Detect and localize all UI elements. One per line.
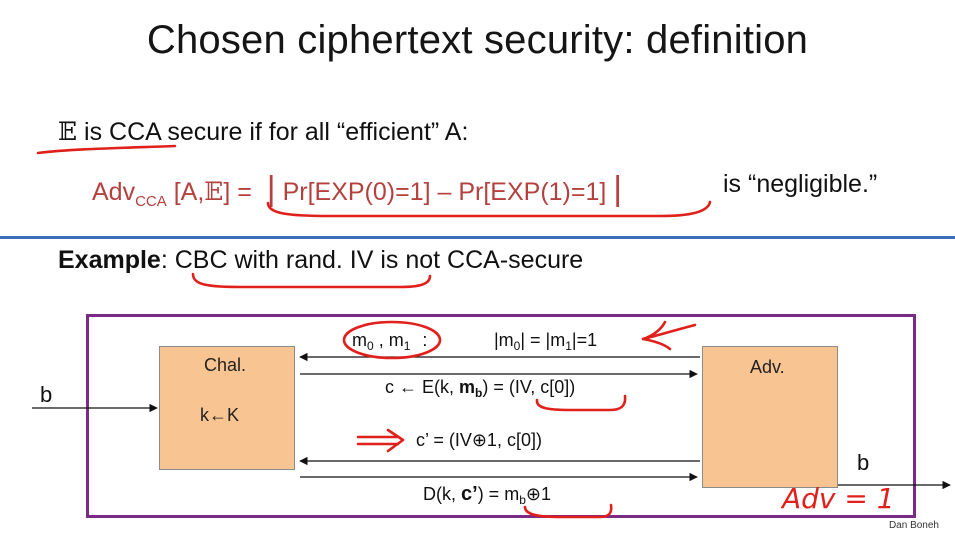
message-colon: : — [422, 330, 428, 350]
challenger-box: Chal. k←K — [159, 346, 295, 470]
m1-subscript: 1 — [403, 339, 411, 353]
m1-symbol: , m — [373, 330, 404, 350]
length-condition: |m0| = |m1|=1 — [494, 330, 597, 353]
author-credit: Dan Boneh — [888, 520, 939, 531]
m0-subscript: 0 — [367, 339, 374, 353]
adv-equals: ] = — [223, 178, 259, 206]
example-label: Example — [58, 246, 161, 274]
adv-cipher-symbol: 𝔼 — [204, 177, 224, 206]
underline-cca — [36, 144, 177, 155]
adversary-label: Adv. — [750, 357, 785, 377]
definition-text: is CCA secure if for all “efficient” A: — [77, 118, 469, 146]
cipher-symbol: 𝔼 — [58, 117, 78, 146]
cond-part-b: | = |m — [520, 330, 566, 350]
dec-xor: ⊕1 — [525, 484, 551, 504]
input-bit-label: b — [40, 382, 53, 407]
enc-result: ) = (IV, c[0]) — [482, 377, 576, 397]
message-pair: m0 , m1: — [352, 330, 427, 353]
adv-annotation: Adv = 1 — [782, 482, 895, 515]
advantage-formula: AdvCCA [A,𝔼] = | Pr[EXP(0)=1] – Pr[EXP(1… — [92, 170, 623, 210]
cond-part-c: |=1 — [571, 330, 598, 350]
decryption-response: D(k, c’) = mb⊕1 — [423, 483, 551, 507]
enc-message: m — [459, 377, 476, 397]
negligible-text: is “negligible.” — [723, 170, 878, 198]
enc-message-sub: b — [475, 386, 483, 400]
slide-title: Chosen ciphertext security: definition — [146, 18, 809, 62]
cond-sub0: 0 — [513, 339, 521, 353]
example-text: : CBC with rand. IV is not CCA-secure — [160, 246, 584, 274]
cond-sub1: 1 — [565, 339, 572, 353]
section-divider — [0, 236, 955, 239]
challenge-ciphertext: c ← E(k, mb) = (IV, c[0]) — [385, 377, 575, 400]
adv-subscript: CCA — [135, 193, 167, 210]
m0-symbol: m — [352, 330, 367, 350]
definition-line: 𝔼 is CCA secure if for all “efficient” A… — [58, 117, 468, 147]
adv-args: [A, — [166, 178, 205, 206]
adversary-box: Adv. — [702, 346, 838, 488]
dec-equals: ) = m — [477, 484, 520, 504]
dec-ciphertext: c’ — [461, 483, 478, 505]
modified-ciphertext: c’ = (IV⊕1, c[0]) — [416, 430, 542, 450]
output-bit-label: b — [857, 450, 870, 475]
adv-probability-diff: Pr[EXP(0)=1] – Pr[EXP(1)=1] — [282, 178, 607, 206]
dec-prefix: D(k, — [423, 484, 461, 504]
cond-part-a: |m — [494, 330, 514, 350]
dec-sub: b — [519, 493, 526, 507]
challenger-label: Chal. — [204, 355, 247, 375]
underline-example — [191, 272, 432, 289]
experiment-frame — [86, 314, 916, 518]
example-line: Example: CBC with rand. IV is not CCA-se… — [58, 246, 583, 275]
challenger-key: k←K — [200, 405, 240, 425]
enc-prefix: c ← E(k, — [385, 377, 460, 397]
adv-prefix: Adv — [92, 178, 136, 206]
